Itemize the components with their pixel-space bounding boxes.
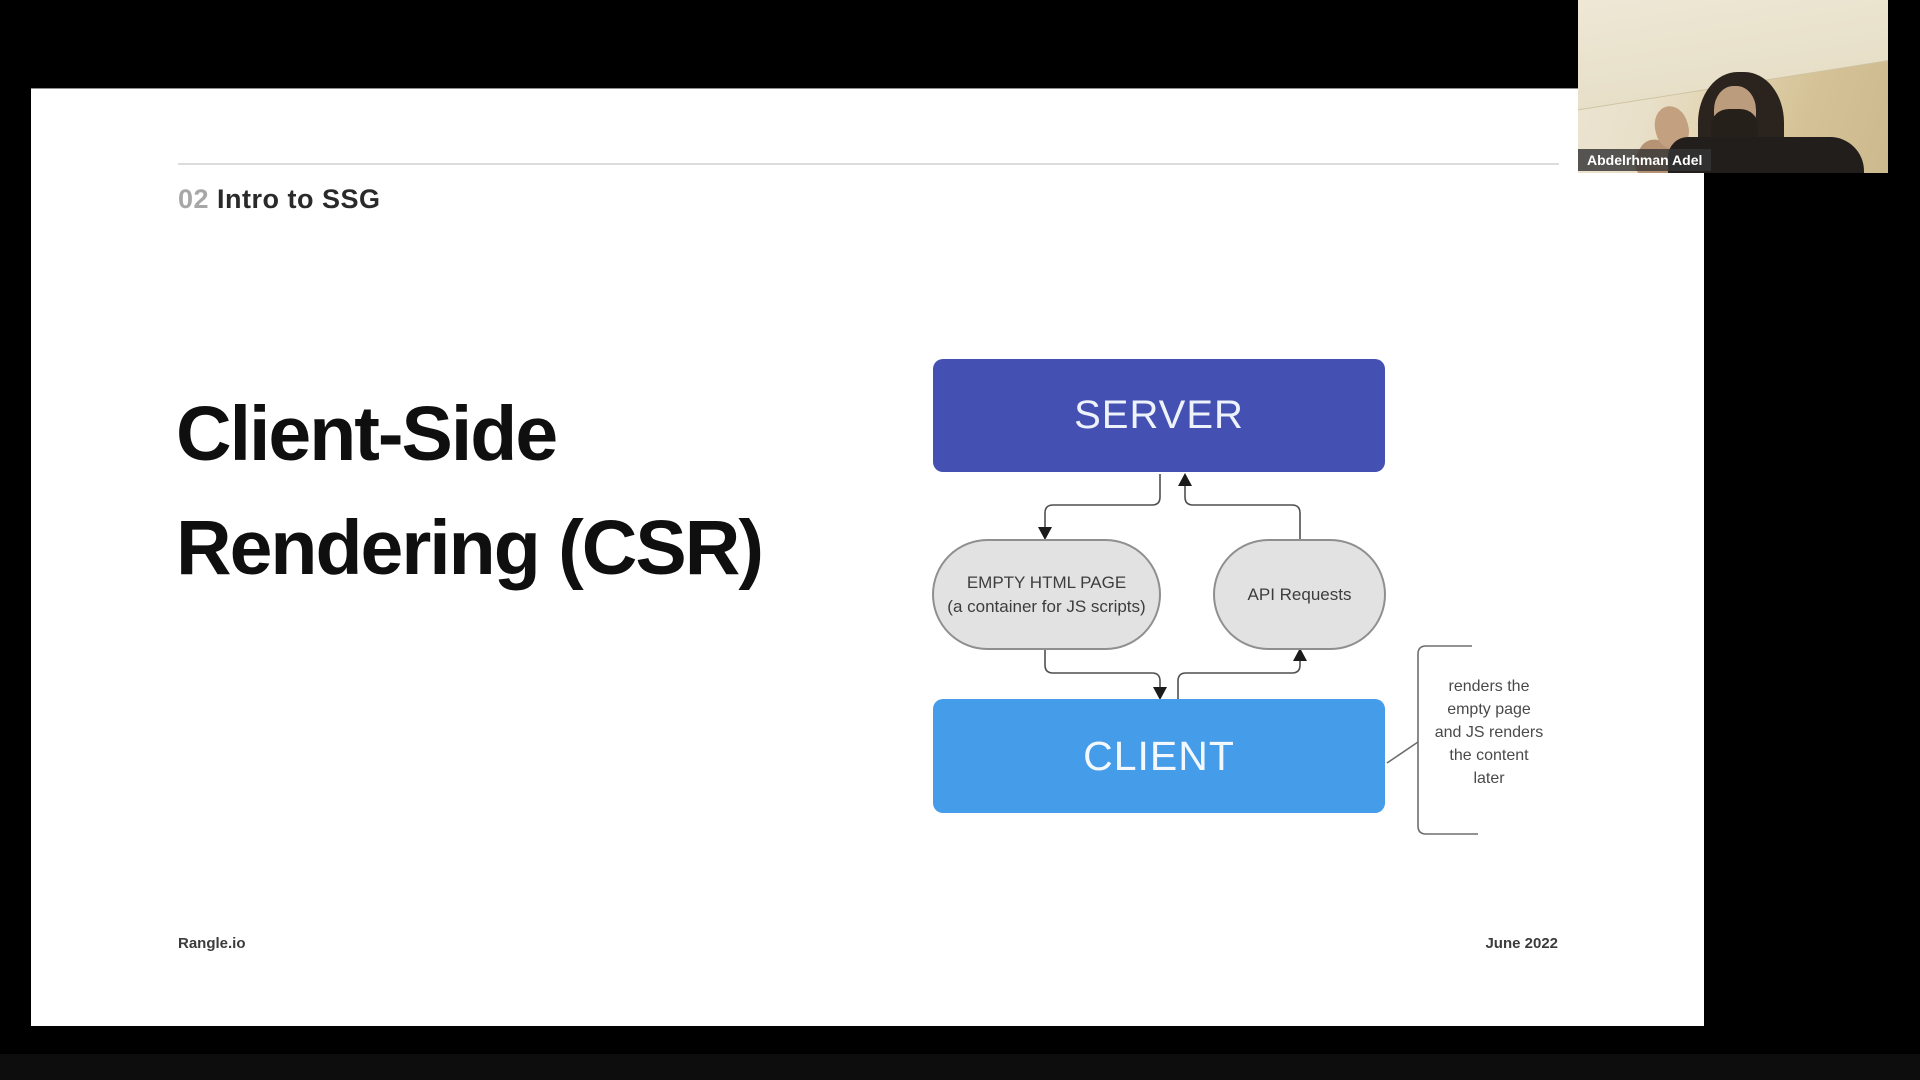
api-requests-node: API Requests	[1213, 539, 1386, 650]
annotation-line: renders the	[1448, 678, 1530, 695]
server-node: SERVER	[933, 359, 1385, 472]
letterbox-bottom-bar	[0, 1054, 1920, 1080]
footer-date: June 2022	[1485, 935, 1558, 952]
section-title: Intro to SSG	[217, 184, 381, 214]
csr-diagram-connectors	[1038, 473, 1478, 835]
empty-html-page-node: EMPTY HTML PAGE (a container for JS scri…	[932, 539, 1161, 650]
empty-html-page-line1: EMPTY HTML PAGE	[966, 572, 1127, 592]
slide-title-line2: Rendering (CSR)	[176, 505, 764, 591]
annotation-line: the content	[1449, 747, 1529, 764]
annotation-line: later	[1473, 770, 1505, 787]
slide-title: Client-Side Rendering (CSR)	[176, 377, 764, 605]
slide-title-line1: Client-Side	[176, 391, 558, 477]
footer-brand: Rangle.io	[178, 935, 246, 952]
header-divider	[178, 163, 1559, 165]
client-node: CLIENT	[933, 699, 1385, 813]
webcam-video-tile[interactable]: Abdelrhman Adel	[1578, 0, 1888, 173]
arrowheads	[1038, 473, 1307, 700]
client-annotation: renders the empty page and JS renders th…	[1423, 675, 1555, 790]
annotation-line: empty page	[1447, 701, 1531, 718]
section-number: 02	[178, 184, 210, 214]
empty-html-page-line2: (a container for JS scripts)	[947, 596, 1146, 616]
annotation-line: and JS renders	[1434, 724, 1544, 741]
participant-name-label: Abdelrhman Adel	[1578, 149, 1712, 171]
